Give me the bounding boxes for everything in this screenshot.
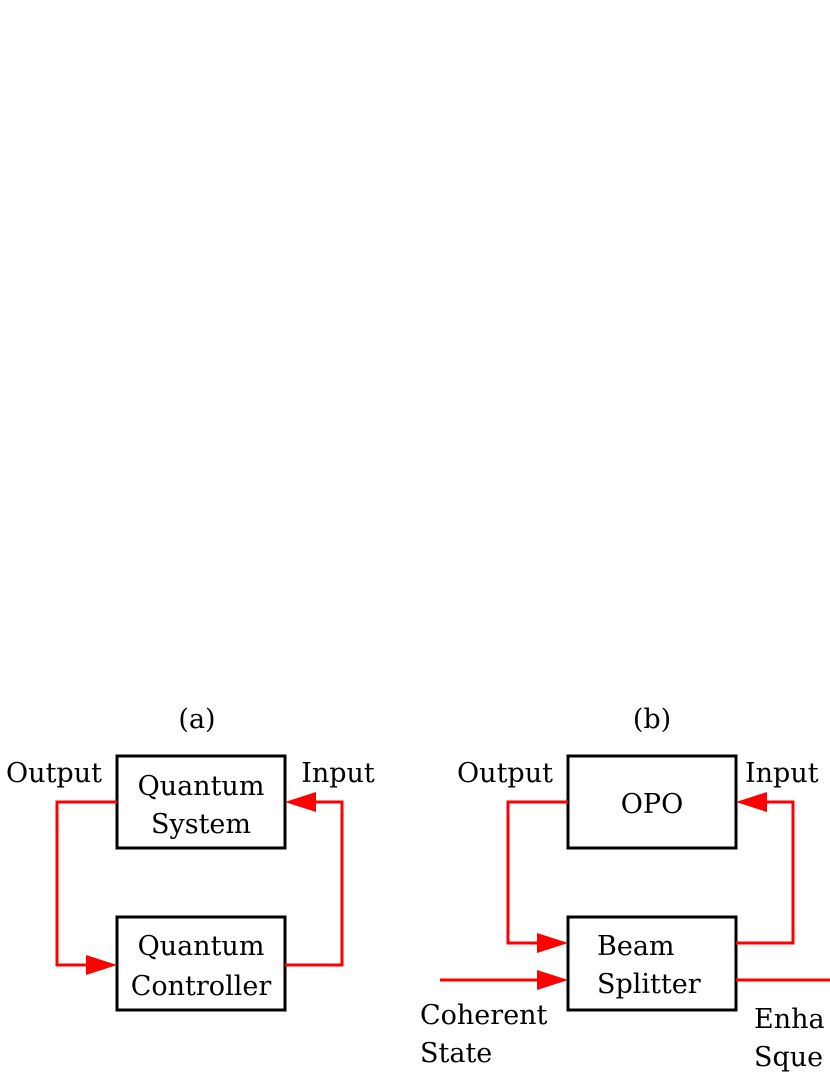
beam-splitter-line1: Beam (597, 931, 675, 962)
panel-b: (b) Output Input OPO Beam Splitter (420, 704, 830, 1073)
panel-a-output-arrowhead (86, 955, 117, 975)
panel-a-input-label: Input (301, 758, 375, 789)
panel-a-output-label: Output (6, 758, 102, 789)
quantum-controller-box: Quantum Controller (115, 915, 287, 1012)
panel-b-input-wire (736, 792, 795, 945)
panel-a: (a) Output Input Quantum System Quantum … (6, 704, 375, 1012)
quantum-controller-line1: Quantum (138, 931, 265, 962)
coherent-state-wire (440, 970, 568, 990)
panel-b-input-label: Input (745, 758, 819, 789)
enhanced-squeezing-line1: Enha (754, 1004, 825, 1035)
panel-a-output-wire (55, 800, 117, 975)
panel-b-input-arrowhead (736, 792, 767, 812)
coherent-state-line1: Coherent (420, 1000, 548, 1031)
panel-a-input-wire (285, 792, 344, 967)
panel-b-output-wire (506, 800, 568, 953)
opo-label: OPO (621, 789, 683, 820)
opo-box: OPO (566, 754, 738, 850)
beam-splitter-box: Beam Splitter (566, 915, 738, 1012)
panel-a-label: (a) (178, 704, 215, 735)
coherent-state-line2: State (420, 1038, 492, 1069)
coherent-state-arrowhead (537, 970, 568, 990)
panel-a-input-arrowhead (285, 792, 316, 812)
panel-b-label: (b) (633, 704, 671, 735)
panel-b-output-label: Output (457, 758, 553, 789)
quantum-system-box: Quantum System (115, 754, 287, 850)
quantum-system-line2: System (151, 809, 251, 840)
panel-b-output-arrowhead (537, 933, 568, 953)
quantum-controller-line2: Controller (131, 971, 272, 1002)
beam-splitter-line2: Splitter (597, 969, 701, 1000)
enhanced-squeezing-line2: Sque (754, 1042, 823, 1073)
quantum-system-line1: Quantum (138, 771, 265, 802)
